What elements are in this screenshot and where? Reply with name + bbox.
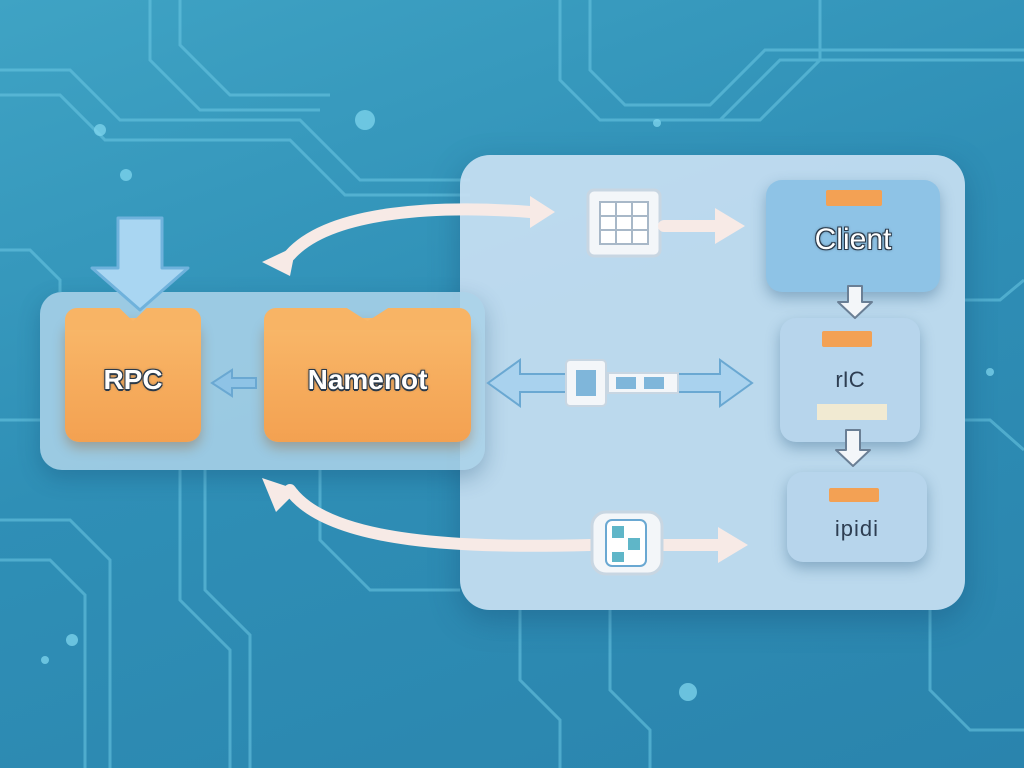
client-label: Client	[814, 223, 892, 256]
rpc-node[interactable]: RPC	[65, 318, 201, 442]
client-node[interactable]: Client	[766, 180, 940, 292]
rfc-tab	[822, 331, 872, 347]
namenode-label: Namenot	[307, 364, 428, 395]
idid-label: ipidi	[834, 516, 880, 541]
idid-tab	[829, 488, 879, 502]
rfc-bar	[817, 404, 887, 420]
idid-node[interactable]: ipidi	[787, 472, 927, 562]
rfc-label: rIC	[835, 367, 865, 392]
rfc-node[interactable]: rIC	[780, 318, 920, 442]
namenode-node[interactable]: Namenot	[264, 318, 471, 442]
client-tab	[826, 190, 882, 206]
rpc-label: RPC	[103, 364, 163, 395]
